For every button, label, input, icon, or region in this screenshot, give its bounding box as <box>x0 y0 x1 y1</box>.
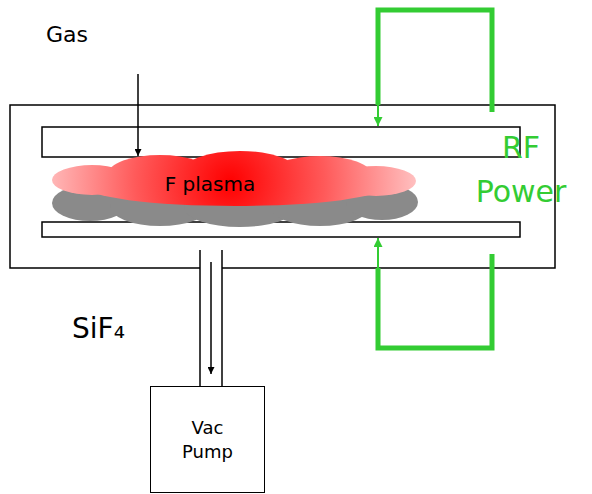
exhaust-flow-arrow <box>210 262 212 374</box>
rf-wire-arrow <box>377 104 379 126</box>
chamber-wall <box>10 105 555 268</box>
exhaust-pipe <box>199 250 201 386</box>
node-text: Vac Pump <box>173 416 243 463</box>
gas-inlet-arrow <box>137 74 139 156</box>
rf-power-label: RF Power <box>456 126 586 213</box>
rf-wire <box>378 10 492 112</box>
gas-label: Gas <box>46 22 88 48</box>
exhaust-pipe <box>221 250 223 386</box>
plasma-cloud: F plasma <box>50 148 420 228</box>
exhaust-label: SiF₄ <box>72 312 125 346</box>
bottom-electrode <box>42 222 520 237</box>
rf-wire-arrow <box>377 238 379 270</box>
node-text: F plasma <box>165 171 256 197</box>
pump-box: Vac Pump <box>150 386 265 493</box>
rf-wire <box>378 254 492 348</box>
top-electrode <box>42 127 520 157</box>
